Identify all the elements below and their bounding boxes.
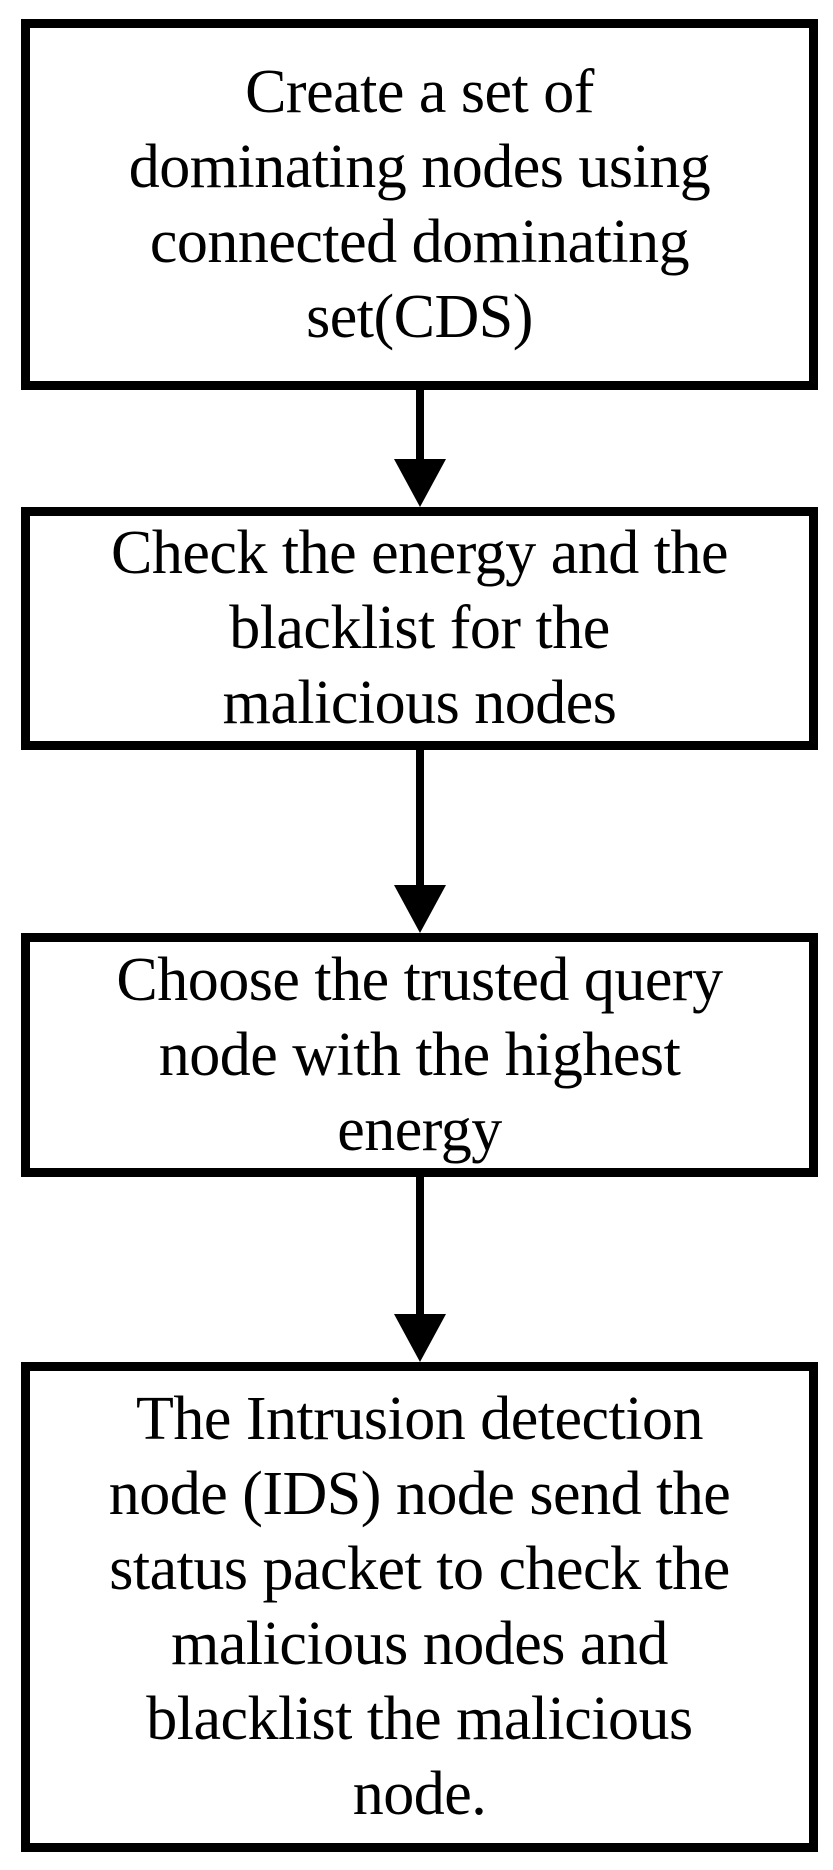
flow-step-create-cds: Create a set of dominating nodes using c… <box>21 19 818 390</box>
flow-step-text-line: node with the highest <box>158 1020 681 1089</box>
flow-step-text-line: set(CDS) <box>306 282 533 351</box>
flow-step-text-line: dominating nodes using <box>128 132 711 201</box>
flow-step-text-line: malicious nodes <box>222 669 617 737</box>
flow-step-text-line: node (IDS) node send the <box>108 1460 731 1528</box>
flow-step-text-line: node. <box>352 1760 487 1828</box>
down-arrow-3 <box>394 1177 446 1362</box>
flow-step-text-line: blacklist the malicious <box>146 1685 693 1753</box>
flow-step-text-line: status packet to check the <box>109 1535 730 1603</box>
flow-step-text-line: Choose the trusted query <box>116 945 723 1014</box>
arrow-shaft <box>416 1177 424 1316</box>
down-arrow-1 <box>394 390 446 507</box>
flow-step-choose-trusted-node: Choose the trusted query node with the h… <box>21 933 818 1177</box>
flow-step-check-energy-blacklist: Check the energy and the blacklist for t… <box>21 507 818 750</box>
flow-step-text-line: Create a set of <box>245 57 594 126</box>
down-arrow-2 <box>394 750 446 933</box>
flow-step-ids-status-packet: The Intrusion detection node (IDS) node … <box>21 1362 818 1852</box>
flow-step-text-line: malicious nodes and <box>171 1610 668 1678</box>
arrowhead-down-icon <box>394 1314 446 1362</box>
arrowhead-down-icon <box>394 459 446 507</box>
arrow-shaft <box>416 750 424 887</box>
arrow-shaft <box>416 390 424 461</box>
flow-step-text-line: The Intrusion detection <box>136 1385 704 1453</box>
arrowhead-down-icon <box>394 885 446 933</box>
flow-step-text-line: energy <box>337 1095 502 1164</box>
flow-step-text-line: blacklist for the <box>229 594 610 662</box>
flow-step-text-line: connected dominating <box>149 207 690 276</box>
flow-step-text-line: Check the energy and the <box>111 519 728 587</box>
